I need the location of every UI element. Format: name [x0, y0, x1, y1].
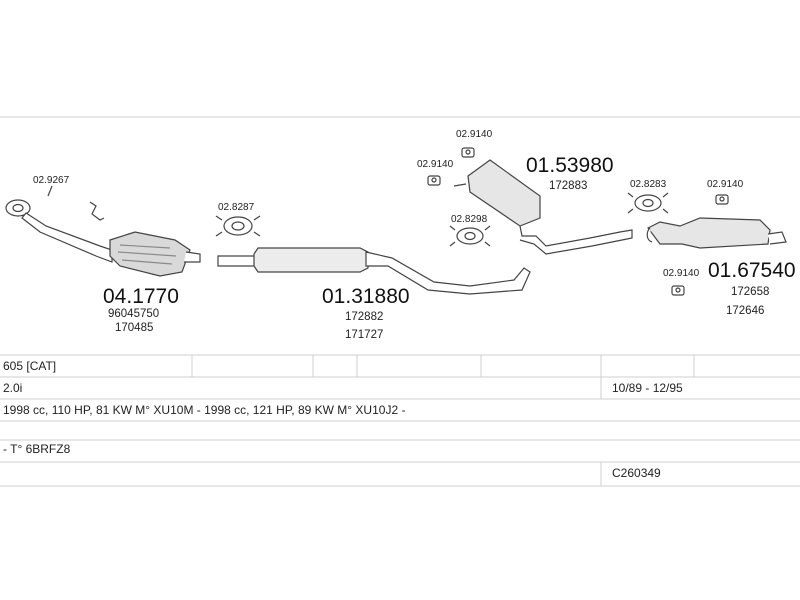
middle-pipe-number: 01.31880	[322, 285, 410, 308]
frame-lines	[0, 116, 800, 487]
middle-silencer-ref-1: 172883	[549, 180, 587, 192]
rear-silencer-ref-1: 172658	[731, 286, 769, 298]
rear-hanger-bottom-icon	[671, 285, 685, 296]
catalytic-converter[interactable]	[5, 199, 201, 277]
catalyst-clamp-number: 02.9267	[33, 175, 70, 186]
rear-clamp-icon	[627, 192, 669, 214]
rear-hanger-top-number: 02.9140	[707, 179, 744, 190]
vehicle-specs: 1998 cc, 110 HP, 81 KW M° XU10M - 1998 c…	[3, 403, 406, 417]
vehicle-type-code: - T° 6BRFZ8	[3, 442, 71, 456]
rear-silencer-number: 01.67540	[708, 259, 796, 282]
mid-clamp-icon	[449, 225, 491, 247]
rear-silencer-ref-2: 172646	[726, 305, 764, 317]
mid-clamp-number: 02.8298	[451, 214, 488, 225]
vehicle-years: 10/89 - 12/95	[612, 381, 683, 395]
front-clamp-icon	[215, 215, 261, 237]
middle-pipe-ref-2: 171727	[345, 329, 383, 341]
rear-hanger-bottom-number: 02.9140	[663, 268, 700, 279]
catalyst-clamp-icon	[47, 185, 105, 221]
front-clamp-number: 02.8287	[218, 202, 255, 213]
vehicle-engine: 2.0i	[3, 381, 23, 395]
catalyst-ref-1: 96045750	[108, 308, 159, 320]
mid-hanger-top-icon	[461, 147, 475, 158]
mid-hanger-left-icon	[427, 175, 441, 186]
catalog-code: C260349	[612, 466, 661, 480]
catalyst-ref-2: 170485	[115, 322, 153, 334]
mid-hanger-left-number: 02.9140	[417, 159, 454, 170]
rear-silencer[interactable]	[646, 217, 787, 249]
vehicle-model: 605 [CAT]	[3, 359, 57, 373]
catalyst-number: 04.1770	[103, 285, 179, 308]
middle-pipe-ref-1: 172882	[345, 311, 383, 323]
middle-silencer[interactable]	[453, 159, 633, 255]
middle-silencer-number: 01.53980	[526, 154, 614, 177]
mid-hanger-top-number: 02.9140	[456, 129, 493, 140]
rear-clamp-number: 02.8283	[630, 179, 667, 190]
middle-pipe[interactable]	[217, 247, 531, 295]
rear-hanger-top-icon	[715, 194, 729, 205]
